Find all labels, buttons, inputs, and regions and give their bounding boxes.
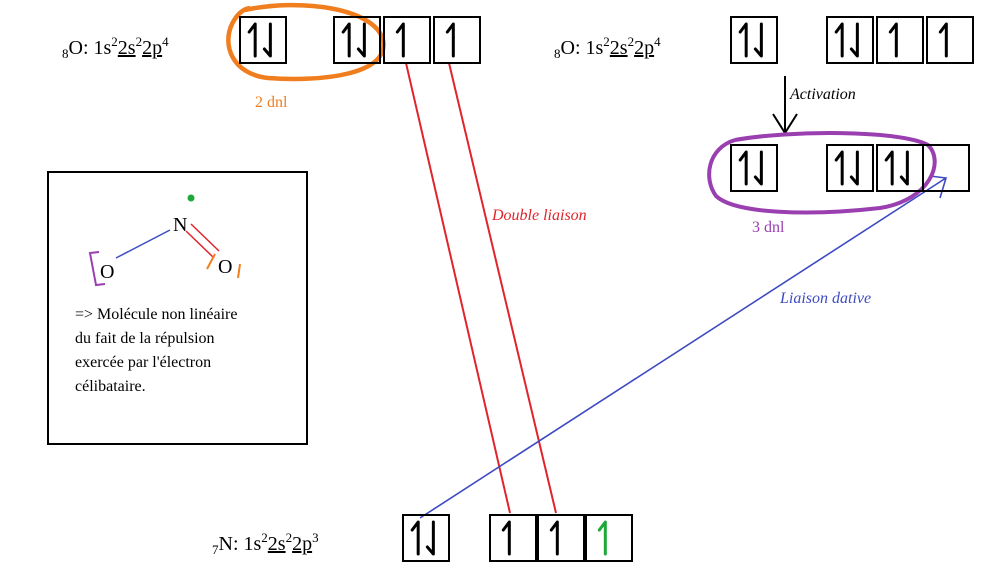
orbital-box [585, 514, 633, 562]
electron-up-icon [341, 22, 351, 58]
molecule-box [47, 171, 308, 445]
atom-n: N [173, 214, 187, 236]
dative-bond-label: Liaison dative [780, 290, 872, 307]
electron-up-icon [549, 520, 559, 556]
dnl-right-label: 3 dnl [752, 219, 785, 236]
electron-down-icon [356, 22, 366, 58]
electron-down-icon [849, 150, 859, 186]
unpaired-electron [187, 194, 195, 202]
electron-down-icon [425, 520, 435, 556]
bond-double-b [185, 230, 215, 259]
orbital-box [876, 144, 924, 192]
description-line: exercée par l'électron [75, 354, 212, 371]
description-line: du fait de la répulsion [75, 330, 215, 347]
molecule-drawing: N O O [88, 194, 241, 287]
orbital-box [489, 514, 537, 562]
bond-double-a [190, 223, 220, 252]
nitrogen-orbitals [402, 514, 633, 562]
lone-pair-orange-a [206, 253, 216, 270]
molecule-description: => Molécule non linéaire du fait de la r… [75, 303, 305, 399]
orbital-box [730, 16, 778, 64]
description-line: => Molécule non linéaire [75, 306, 238, 323]
orbital-box [826, 16, 874, 64]
electron-up-icon [738, 150, 748, 186]
electron-up-icon [834, 22, 844, 58]
electron-down-icon [753, 150, 763, 186]
oxygen-activated-orbitals [730, 144, 970, 192]
double-bond-line [448, 62, 557, 514]
lone-pair-orange-b [237, 263, 241, 279]
activation-label: Activation [790, 86, 856, 103]
electron-up-icon [938, 22, 948, 58]
orange-loop [226, 2, 386, 82]
orbital-box [333, 16, 381, 64]
oxygen-right-config: 8O: 1s22s22p4 [554, 34, 661, 61]
electron-up-icon [834, 150, 844, 186]
electron-down-icon [753, 22, 763, 58]
orbital-box [926, 16, 974, 64]
orbital-box [876, 16, 924, 64]
electron-up-icon [738, 22, 748, 58]
dnl-left-label: 2 dnl [255, 94, 288, 111]
dative-bond-arrow [419, 177, 947, 519]
double-bond-line [405, 62, 511, 514]
electron-up-icon [445, 22, 455, 58]
atom-o-right: O [218, 256, 232, 278]
oxygen-left-orbitals [239, 16, 481, 64]
orbital-box [433, 16, 481, 64]
double-bond-label: Double liaison [492, 207, 587, 224]
electron-up-icon [410, 520, 420, 556]
electron-down-icon [262, 22, 272, 58]
electron-up-icon [597, 520, 607, 556]
orbital-box [922, 144, 970, 192]
orbital-box [239, 16, 287, 64]
oxygen-left-config: 8O: 1s22s22p4 [62, 34, 169, 61]
electron-down-icon [849, 22, 859, 58]
nitrogen-config: 7N: 1s22s22p3 [212, 530, 319, 557]
purple-loop [707, 131, 937, 215]
electron-up-icon [395, 22, 405, 58]
orbital-box [826, 144, 874, 192]
orbital-box [730, 144, 778, 192]
electron-up-icon [884, 150, 894, 186]
atom-o-left: O [100, 261, 114, 283]
oxygen-right-orbitals [730, 16, 974, 64]
orbital-box [537, 514, 585, 562]
bond-single [115, 229, 171, 259]
electron-up-icon [247, 22, 257, 58]
description-line: célibataire. [75, 378, 146, 395]
orbital-box [383, 16, 431, 64]
lone-pair-purple [88, 251, 106, 287]
electron-up-icon [888, 22, 898, 58]
electron-down-icon [899, 150, 909, 186]
orbital-box [402, 514, 450, 562]
electron-up-icon [501, 520, 511, 556]
